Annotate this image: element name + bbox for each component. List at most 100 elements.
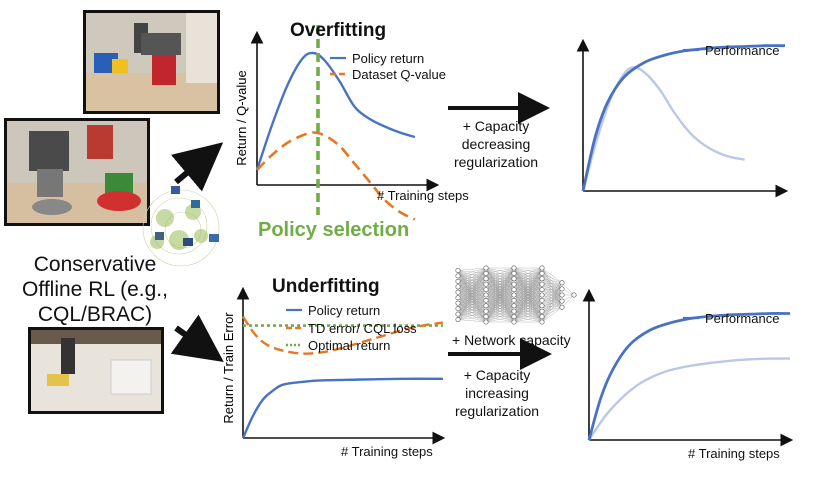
nn-node	[483, 303, 489, 309]
nn-connection	[541, 307, 563, 323]
nn-connection	[541, 282, 563, 306]
nn-connection	[541, 282, 563, 290]
nn-node	[559, 304, 565, 310]
legend-label-policy-return-under: Policy return	[308, 303, 381, 318]
nn-node	[455, 267, 461, 273]
nn-node	[511, 276, 517, 282]
nn-node	[539, 297, 545, 303]
nn-node	[483, 319, 489, 325]
nn-connection	[541, 294, 563, 301]
nn-node	[559, 298, 565, 304]
nn-node	[539, 281, 545, 287]
nn-node	[483, 314, 489, 320]
nn-node	[539, 287, 545, 293]
nn-connection	[485, 267, 515, 317]
nn-connection	[541, 282, 563, 323]
nn-connection	[541, 289, 563, 308]
nn-connection	[485, 316, 515, 323]
nn-connection	[541, 267, 563, 302]
nn-connection	[485, 267, 515, 306]
nn-connection	[513, 267, 543, 279]
nn-connection	[485, 267, 515, 301]
nn-connection	[457, 267, 487, 315]
underfit-arrow-text-line-2: increasing	[465, 385, 529, 401]
nn-connection	[541, 288, 563, 323]
nn-connection	[513, 273, 543, 323]
nn-node	[455, 295, 461, 301]
nn-connection	[541, 294, 563, 323]
method-line-1: Conservative	[33, 253, 157, 276]
nn-connection	[541, 294, 563, 312]
nn-connection	[485, 267, 515, 274]
underfit-arrow-text: + Capacity increasing regularization	[445, 366, 549, 420]
nn-connection	[457, 311, 487, 320]
nn-connection	[485, 300, 515, 323]
nn-connection	[457, 278, 487, 320]
nn-node	[483, 308, 489, 314]
performance-label-bottom: Performance	[705, 311, 780, 326]
nn-node	[483, 297, 489, 303]
arrow-to-underfitting	[170, 314, 224, 362]
nn-connection	[541, 273, 563, 283]
nn-node	[483, 287, 489, 293]
nn-node	[539, 292, 545, 298]
nn-connection	[541, 284, 563, 302]
nn-node	[483, 265, 489, 271]
nn-connection	[541, 307, 563, 312]
nn-node	[539, 265, 545, 271]
nn-connection	[485, 284, 515, 323]
overfitting-policy-return-line	[255, 51, 416, 171]
underfitting-result-baseline-line	[588, 357, 791, 441]
nn-connection	[513, 311, 543, 323]
nn-connection	[513, 284, 543, 323]
legend-label-td-error: TD error/ CQL loss	[308, 321, 417, 336]
network-capacity-label: + Network capacity	[452, 332, 571, 348]
method-line-2: Offline RL (e.g.,	[22, 278, 168, 301]
nn-connection	[485, 273, 515, 323]
nn-node	[455, 289, 461, 295]
overfitting-result-performance-line	[581, 44, 786, 192]
nn-connection	[485, 267, 515, 279]
nn-node	[455, 278, 461, 284]
nn-connection	[541, 301, 563, 323]
nn-node	[559, 292, 565, 298]
nn-connection	[541, 282, 563, 317]
nn-connection	[513, 267, 543, 323]
legend-label-optimal-return: Optimal return	[308, 338, 391, 353]
nn-node	[511, 297, 517, 303]
nn-connection	[541, 294, 563, 306]
nn-connection	[541, 300, 563, 312]
nn-connection	[457, 273, 487, 320]
legend-label-dataset-q-value: Dataset Q-value	[352, 67, 446, 82]
overfitting-dataset-q-value-line	[256, 131, 416, 221]
nn-connection	[513, 267, 543, 274]
nn-connection	[541, 300, 563, 306]
nn-connection	[485, 267, 515, 285]
nn-connection	[561, 282, 575, 296]
overfit-arrow-text-line-1: + Capacity	[462, 118, 530, 134]
method-line-3: CQL/BRAC)	[37, 303, 153, 326]
nn-node	[571, 292, 577, 298]
robot-photo-top-illustration	[86, 13, 217, 111]
nn-connection	[485, 305, 515, 323]
underfitting-title: Underfitting	[272, 276, 380, 297]
overfitting-x-label: # Training steps	[377, 188, 469, 203]
nn-node	[539, 319, 545, 325]
overfitting-title: Overfitting	[290, 20, 387, 41]
nn-node	[511, 303, 517, 309]
nn-node	[559, 280, 565, 286]
nn-node	[559, 286, 565, 292]
legend-label-policy-return: Policy return	[352, 51, 425, 66]
underfitting-result-chart	[582, 288, 794, 447]
nn-connection	[561, 294, 575, 308]
nn-node	[455, 306, 461, 312]
nn-connection	[513, 305, 543, 323]
nn-node	[511, 292, 517, 298]
nn-connection	[485, 267, 515, 323]
nn-node	[539, 314, 545, 320]
nn-connection	[541, 294, 563, 308]
nn-connection	[541, 278, 563, 283]
nn-node	[539, 303, 545, 309]
policy-selection-label: Policy selection	[258, 219, 410, 241]
nn-connection	[541, 282, 563, 285]
